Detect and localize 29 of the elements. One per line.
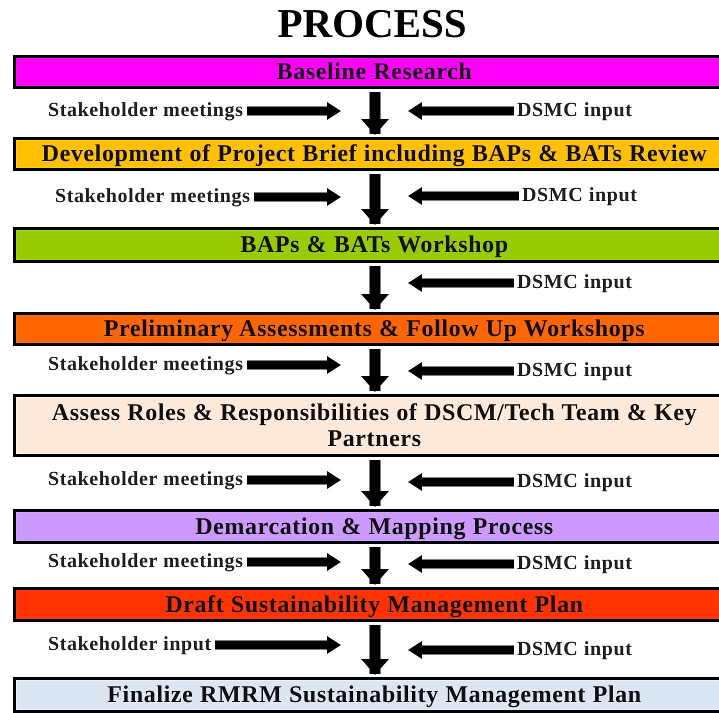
input-label: DSMC input (517, 358, 632, 382)
input-label: DSMC input (517, 637, 632, 661)
input-label: Stakeholder meetings (48, 467, 244, 491)
input-label: Stakeholder meetings (55, 184, 251, 208)
process-step-box: Assess Roles & Responsibilities of DSCM/Tech Team & Key Partners (13, 394, 719, 457)
diagram-title: PROCESS (276, 0, 468, 46)
process-step-box: Finalize RMRM Sustainability Management Plan (13, 677, 719, 713)
process-step-box: Development of Project Brief including BAPs & BATs Review (13, 137, 719, 171)
input-label: Stakeholder meetings (48, 549, 244, 573)
input-label: DSMC input (517, 469, 632, 493)
input-label: DSMC input (517, 270, 632, 294)
input-label: DSMC input (522, 183, 638, 207)
arrow (361, 625, 389, 675)
input-label: DSMC input (517, 551, 632, 575)
input-label: Stakeholder meetings (48, 352, 244, 376)
arrow (361, 92, 389, 135)
process-step-box: BAPs & BATs Workshop (13, 227, 719, 263)
arrow (361, 460, 389, 507)
input-label: DSMC input (517, 98, 632, 122)
arrow (361, 174, 389, 225)
process-step-box: Preliminary Assessments & Follow Up Workshops (13, 312, 719, 346)
arrow (361, 349, 389, 392)
process-step-box: Baseline Research (13, 55, 719, 89)
arrow (361, 547, 389, 585)
process-step-box: Draft Sustainability Management Plan (13, 587, 719, 622)
input-label: Stakeholder input (48, 632, 212, 656)
arrow (361, 266, 389, 310)
input-label: Stakeholder meetings (48, 98, 244, 122)
process-step-box: Demarcation & Mapping Process (13, 509, 719, 544)
